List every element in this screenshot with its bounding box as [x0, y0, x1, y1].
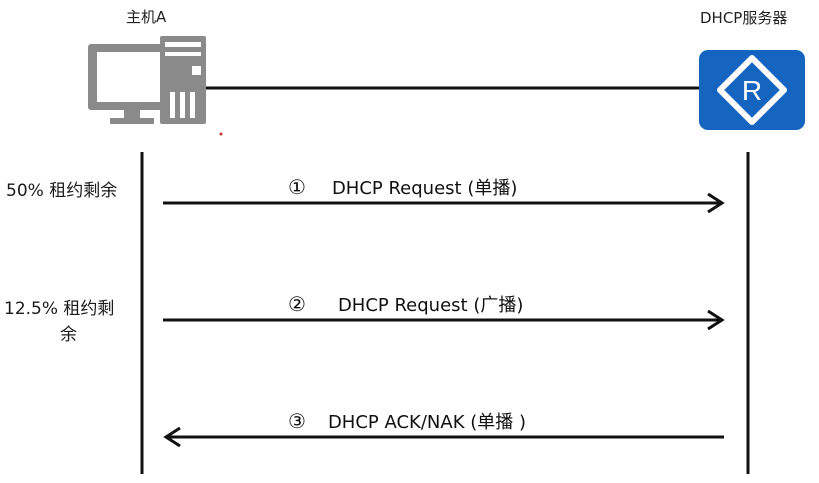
desktop-computer-icon: [88, 36, 206, 124]
server-label: DHCP服务器: [700, 9, 788, 27]
message-label-1: ① DHCP Request (单播): [288, 174, 517, 200]
message-label-3: ③ DHCP ACK/NAK (单播 ): [288, 408, 526, 434]
message-arrow-3: [163, 426, 724, 448]
message-text-1: DHCP Request (单播): [331, 178, 518, 199]
message-number-2: ②: [288, 292, 306, 316]
message-arrow-2: [163, 309, 725, 331]
message-arrow-1: [163, 192, 725, 214]
host-label: 主机A: [126, 8, 167, 26]
message-number-3: ③: [288, 409, 306, 433]
router-icon: R: [699, 50, 805, 130]
message-label-2: ② DHCP Request (广播): [288, 291, 523, 317]
message-number-1: ①: [288, 175, 306, 199]
router-icon-letter: R: [742, 75, 762, 106]
message-text-3: DHCP ACK/NAK (单播 ): [327, 412, 526, 433]
side-label-2-line1: 12.5% 租约剩: [4, 299, 115, 319]
stray-dot: [219, 132, 223, 136]
side-label-1: 50% 租约剩余: [6, 181, 118, 201]
side-label-2-line2: 余: [60, 325, 77, 345]
message-text-2: DHCP Request (广播): [337, 295, 524, 316]
